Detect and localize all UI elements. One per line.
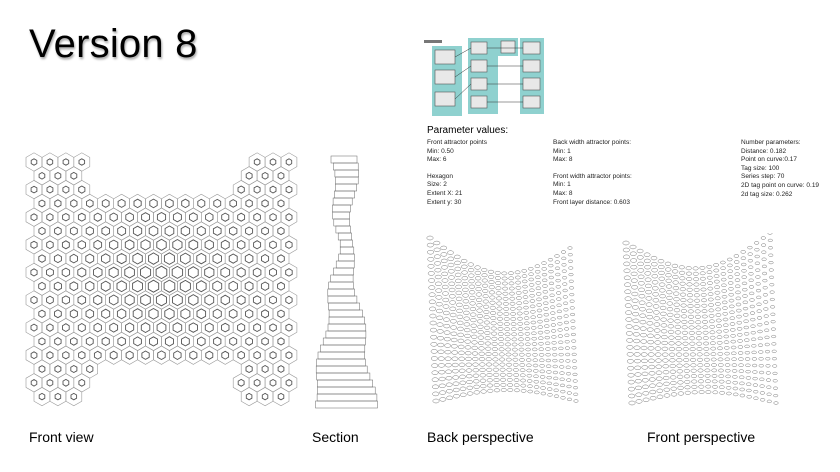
parameters-heading: Parameter values:	[427, 125, 509, 136]
back-perspective-drawing	[426, 235, 579, 404]
caption-front-perspective: Front perspective	[647, 429, 756, 445]
back-width-min: Min: 1	[553, 147, 571, 155]
hexagon-extent-y: Extent y: 30	[427, 198, 462, 206]
front-width-max: Max: 8	[553, 189, 573, 197]
front-attractor-label: Front attractor points	[427, 139, 487, 146]
tag-size-value: Tag size: 100	[741, 164, 780, 172]
front-layer-distance: Front layer distance: 0.603	[553, 198, 630, 206]
tag-size-2d-value: 2d tag size: 0.262	[741, 190, 793, 198]
parameters-column-3: Number parameters: Distance: 0.182 Point…	[741, 139, 819, 199]
front-perspective-drawing	[622, 233, 779, 406]
section-drawing	[315, 155, 378, 409]
distance-value: Distance: 0.182	[741, 147, 787, 155]
node-diagram	[424, 38, 544, 116]
front-view-drawing	[25, 152, 298, 407]
back-width-max: Max: 8	[553, 156, 573, 164]
number-parameters-label: Number parameters:	[741, 139, 801, 146]
parameters-column-1: Front attractor points Min: 0.50 Max: 6 …	[427, 139, 487, 207]
back-width-label: Back width attractor points:	[553, 139, 632, 146]
hexagon-extent-x: Extent X: 21	[427, 189, 463, 197]
series-step-value: Series step: 70	[741, 173, 785, 181]
parameters-column-2: Back width attractor points: Min: 1 Max:…	[553, 139, 632, 207]
front-attractor-max: Max: 6	[427, 156, 447, 164]
point-on-curve-value: Point on curve:0.17	[741, 156, 798, 164]
front-width-min: Min: 1	[553, 181, 571, 189]
caption-front-view: Front view	[29, 429, 94, 445]
caption-section: Section	[312, 429, 359, 445]
slide-title: Version 8	[29, 22, 198, 66]
caption-back-perspective: Back perspective	[427, 429, 534, 445]
front-attractor-min: Min: 0.50	[427, 147, 454, 155]
tag-point-2d-value: 2D tag point on curve: 0.19	[741, 181, 820, 189]
hexagon-label: Hexagon	[427, 172, 454, 180]
front-width-label: Front width attractor points:	[553, 172, 632, 180]
hexagon-size: Size: 2	[427, 181, 447, 189]
